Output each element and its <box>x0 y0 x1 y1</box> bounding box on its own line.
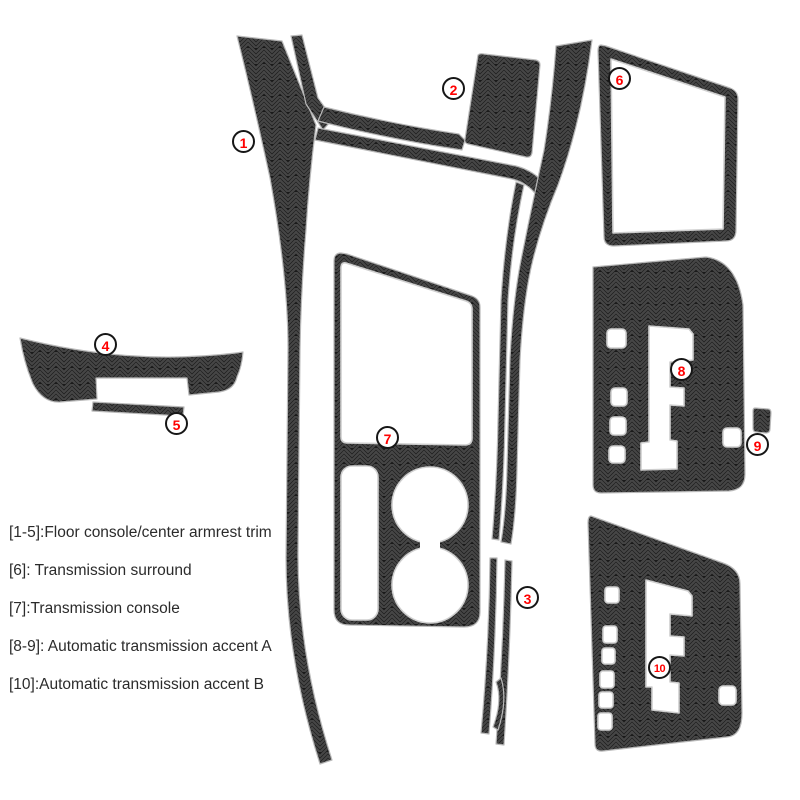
part-3-trim-strips <box>480 557 513 746</box>
part-4-armrest-trim <box>19 337 244 403</box>
part-2-trim-panel <box>464 53 541 158</box>
part-badge-6: 6 <box>608 67 631 90</box>
legend-item-10: [10]:Automatic transmission accent B <box>9 676 265 693</box>
part-badge-10: 10 <box>648 656 671 679</box>
part-badge-5: 5 <box>165 412 188 435</box>
part-6-transmission-surround <box>597 44 739 247</box>
parts-legend: [1-5]:Floor console/center armrest trim … <box>9 514 339 704</box>
part-badge-7: 7 <box>376 426 399 449</box>
part-8-transmission-accent-a <box>592 256 746 494</box>
part-badge-1: 1 <box>232 130 255 153</box>
part-9-transmission-accent-a-small <box>752 407 772 434</box>
part-1-floor-console-trim <box>236 34 593 765</box>
legend-item-6: [6]: Transmission surround <box>9 562 192 579</box>
part-badge-2: 2 <box>442 77 465 100</box>
part-badge-9: 9 <box>746 433 769 456</box>
legend-item-8-9: [8-9]: Automatic transmission accent A <box>9 638 272 655</box>
part-7-transmission-console <box>333 252 481 628</box>
part-badge-8: 8 <box>670 358 693 381</box>
legend-item-7: [7]:Transmission console <box>9 600 180 617</box>
part-10-transmission-accent-b <box>587 515 743 752</box>
part-badge-3: 3 <box>516 586 539 609</box>
part-badge-4: 4 <box>94 333 117 356</box>
legend-item-1-5: [1-5]:Floor console/center armrest trim <box>9 524 272 541</box>
